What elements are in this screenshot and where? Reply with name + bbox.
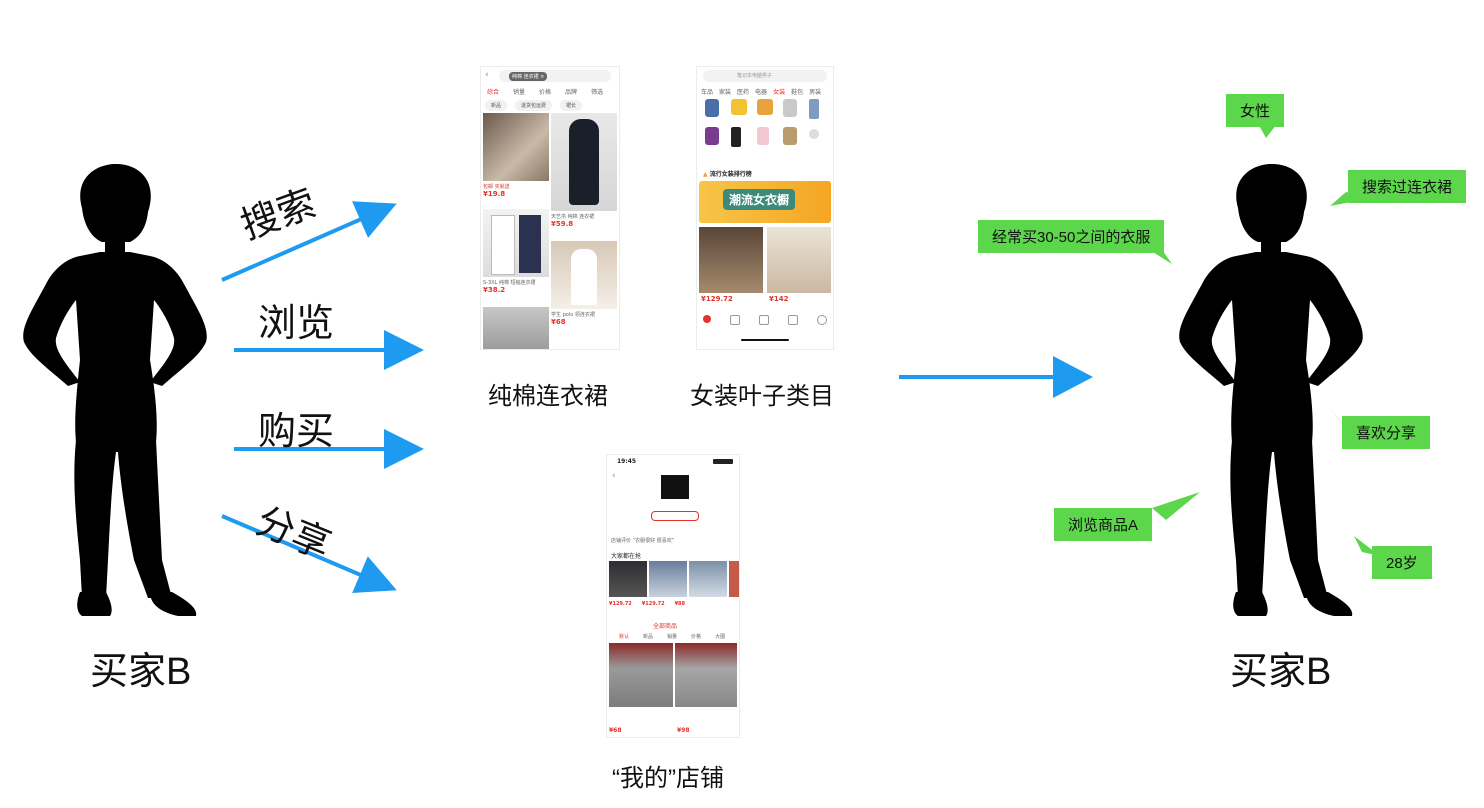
right-woman-silhouette [1179, 164, 1363, 616]
store-logo [661, 475, 689, 499]
filter-item: 综合 [487, 89, 500, 96]
product-price: ¥68 [551, 318, 566, 326]
chip: 新品 [485, 100, 508, 111]
store-caption: “我的”店铺 [612, 765, 724, 792]
chip: 裙长 [560, 100, 583, 111]
all-items-label: 全部商品 [653, 623, 678, 630]
banner-text: 潮流女衣橱 [723, 189, 796, 210]
product-image [699, 227, 763, 293]
back-icon: ‹ [612, 471, 616, 481]
product-price: ¥129.72 [701, 295, 733, 303]
product-image [551, 113, 617, 211]
section-title: 大家都在抢 [611, 553, 642, 560]
product-image [483, 113, 549, 181]
product-price: ¥88 [674, 601, 685, 607]
profile-arrow [899, 356, 1093, 398]
product-image [483, 307, 549, 349]
profile-tag-searched-dress: 搜索过连衣裙 [1348, 170, 1467, 203]
ranking-title: 流行女装排行榜 [709, 171, 752, 178]
store-tab: 新品 [643, 634, 654, 640]
profile-tag-price-range: 经常买30-50之间的衣服 [978, 220, 1165, 253]
product-image [729, 561, 739, 597]
action-label-buy: 购买 [258, 411, 335, 453]
left-woman-silhouette [23, 164, 207, 616]
product-price: ¥38.2 [483, 286, 506, 294]
store-tab: 默认 [619, 634, 630, 640]
product-image [675, 643, 737, 707]
product-price: ¥59.8 [551, 220, 574, 228]
store-tab: 大图 [715, 634, 726, 640]
product-image [649, 561, 687, 597]
product-price: ¥142 [769, 295, 789, 303]
back-icon: ‹ [485, 70, 489, 80]
category-caption: 女装叶子类目 [690, 383, 834, 410]
profile-tag-age: 28岁 [1372, 546, 1432, 579]
category-tab: 车品 [701, 89, 714, 96]
product-price: ¥129.72 [641, 601, 665, 607]
category-tab: 男装 [809, 89, 822, 96]
product-image [689, 561, 727, 597]
profile-tag-browsed-product: 浏览商品A [1054, 508, 1153, 541]
product-image [609, 561, 647, 597]
action-arrows [221, 201, 424, 594]
product-image [609, 643, 673, 707]
bottom-nav [703, 315, 827, 329]
product-price: ¥98 [677, 727, 690, 734]
store-tab: 销量 [667, 634, 678, 640]
profile-tag-gender: 女性 [1226, 94, 1285, 127]
product-price: ¥68 [609, 727, 622, 734]
category-search-placeholder: 笔记本电脑男子 [737, 73, 773, 79]
product-price: ¥19.8 [483, 190, 506, 198]
filter-item: 品牌 [565, 89, 578, 96]
chip: 退货包运费 [515, 100, 553, 111]
product-price: ¥129.72 [609, 601, 632, 607]
action-label-browse: 浏览 [258, 303, 335, 345]
status-time: 19:45 [617, 458, 637, 465]
search-results-screenshot: ‹ 纯棉 连衣裙 × 综合 销量 价格 品牌 筛选 新品 退货包运费 裙长 包邮… [480, 66, 620, 350]
search-results-caption: 纯棉连衣裙 [488, 383, 608, 410]
arrow-share [221, 514, 397, 594]
promo-banner: 潮流女衣橱 [699, 181, 831, 223]
category-icon-grid [703, 99, 827, 155]
category-screenshot: 笔记本电脑男子 车品 家装 医药 电器 女装 鞋包 男装 ▲ 流行女装排行榜 潮… [696, 66, 834, 350]
filter-bar: 综合 销量 价格 品牌 筛选 [487, 87, 603, 96]
category-tab: 医药 [737, 89, 750, 96]
search-chip: 纯棉 连衣裙 × [509, 72, 548, 81]
category-tab: 电器 [755, 89, 768, 96]
category-tab: 家装 [719, 89, 732, 96]
left-persona-label: 买家B [90, 651, 192, 693]
filter-item: 筛选 [591, 89, 604, 96]
product-image [483, 209, 549, 277]
right-persona-label: 买家B [1230, 651, 1332, 693]
filter-item: 销量 [513, 89, 526, 96]
store-tab: 价格 [691, 634, 702, 640]
product-image [551, 241, 617, 309]
store-screenshot: 19:45 ‹ 店铺评价 “衣服很好 很喜欢” 大家都在抢 ¥129.72 ¥1… [606, 454, 740, 738]
profile-tag-likes-sharing: 喜欢分享 [1342, 416, 1431, 449]
product-image [767, 227, 831, 293]
arrow-search [221, 201, 397, 282]
category-tab: 女装 [773, 89, 786, 96]
filter-item: 价格 [539, 89, 552, 96]
category-tab: 鞋包 [791, 89, 804, 96]
